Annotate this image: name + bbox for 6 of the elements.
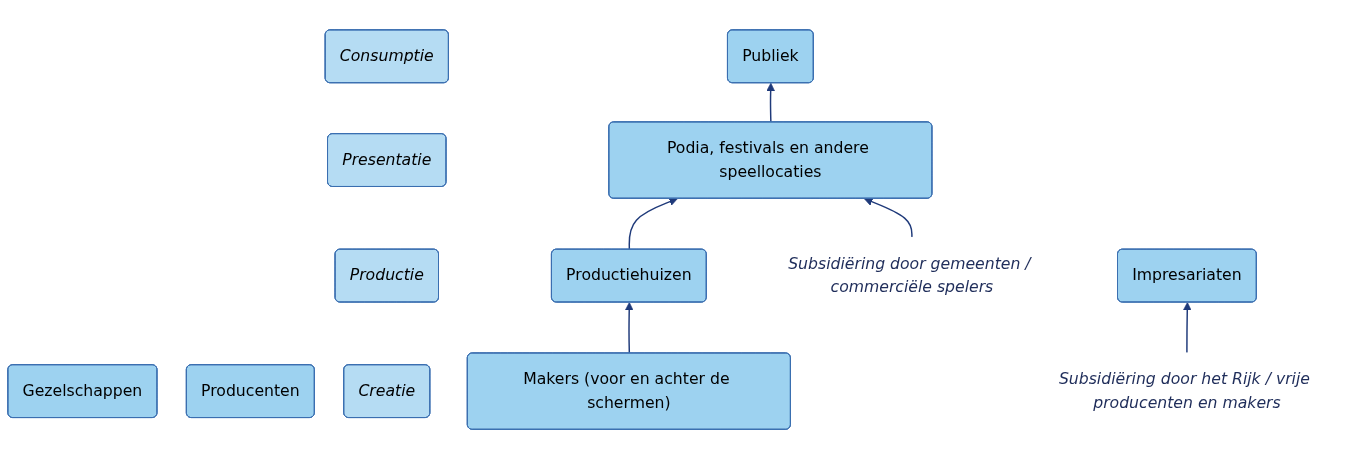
arrow	[864, 197, 913, 239]
arrow	[628, 197, 678, 251]
node-text: Subsidiëring door het Rijk / vrije producenten en makers	[1058, 369, 1310, 412]
node-text: Subsidiëring door gemeenten / commerciële spelers	[788, 253, 1031, 297]
arrow	[766, 82, 775, 123]
arrow	[1182, 302, 1192, 354]
